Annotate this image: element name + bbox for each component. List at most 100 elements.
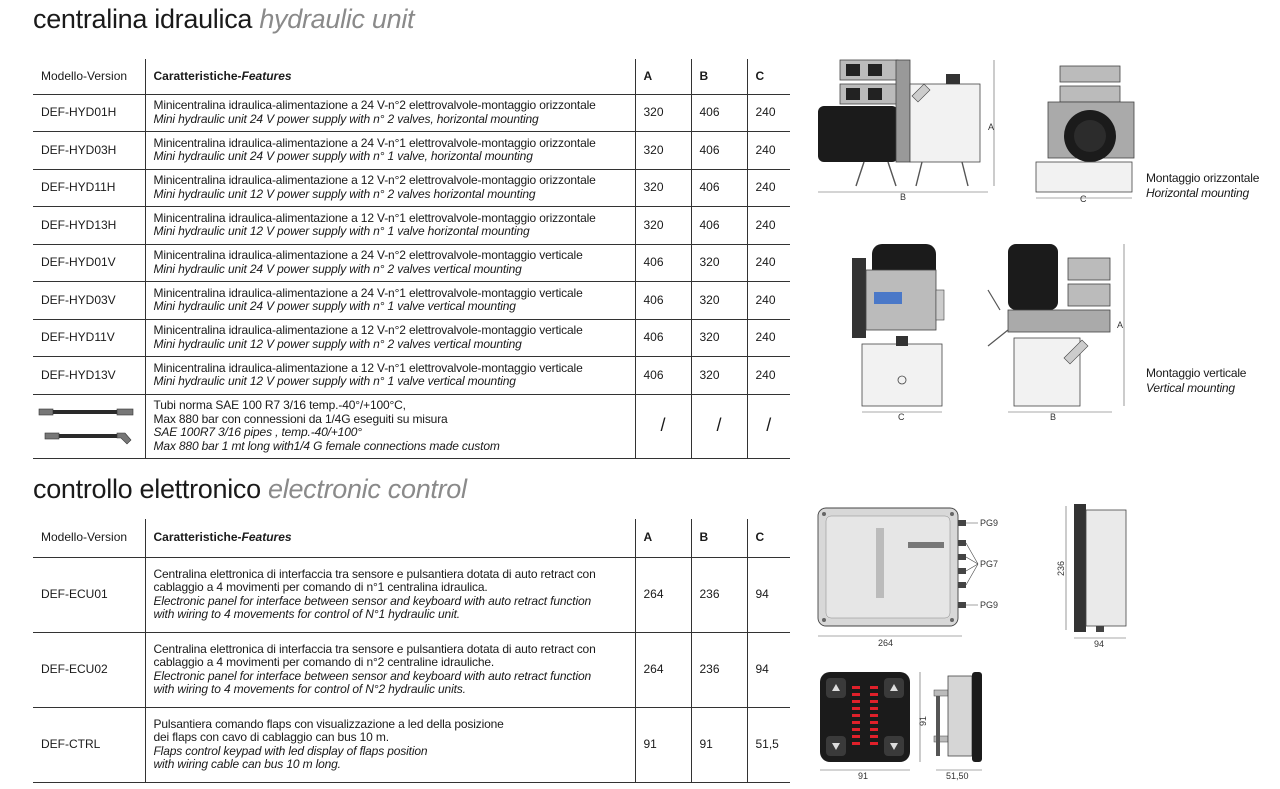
keypad-depth-label: 51,50 <box>946 771 969 781</box>
electronic-title-it: controllo elettronico <box>33 474 261 504</box>
hose-image <box>33 394 145 459</box>
hydraulic-section-title: centralina idraulica hydraulic unit <box>33 4 415 35</box>
table-row: DEF-HYD13H Minicentralina idraulica-alim… <box>33 206 790 245</box>
hose-pipe-icon <box>38 408 134 445</box>
dim-c: 240 <box>746 319 790 357</box>
vertical-mounting-caption: Montaggio verticale Vertical mounting <box>1146 366 1247 395</box>
table-row: DEF-HYD11V Minicentralina idraulica-alim… <box>33 319 790 357</box>
header-features: Caratteristiche-Features <box>144 59 635 95</box>
model-code: DEF-HYD03V <box>33 281 145 320</box>
header-b: B <box>690 59 747 95</box>
ecu-side-drawing: 236 94 <box>1056 504 1127 649</box>
dim-b: 91 <box>690 707 747 783</box>
table-row: DEF-HYD03V Minicentralina idraulica-alim… <box>33 281 790 320</box>
pg9-bottom-label: PG9 <box>980 600 998 610</box>
pg9-top-label: PG9 <box>980 518 998 528</box>
dim-c: 240 <box>746 356 790 395</box>
table-row: DEF-HYD01V Minicentralina idraulica-alim… <box>33 244 790 282</box>
ecu-width-label: 264 <box>878 638 893 648</box>
electronic-spec-table: Modello-Version Caratteristiche-Features… <box>33 519 790 783</box>
dim-a: 406 <box>634 244 691 282</box>
table-header-row: Modello-Version Caratteristiche-Features… <box>33 59 790 95</box>
electronic-section-title: controllo elettronico electronic control <box>33 474 467 505</box>
pg7-label: PG7 <box>980 559 998 569</box>
model-code: DEF-HYD01H <box>33 94 145 132</box>
dim-a: 264 <box>634 632 691 708</box>
feature-text: Minicentralina idraulica-alimentazione a… <box>144 319 635 357</box>
dim-b: 320 <box>690 244 747 282</box>
electronic-title-en: electronic control <box>268 474 467 504</box>
dim-a: 320 <box>634 94 691 132</box>
header-model: Modello-Version <box>33 59 145 95</box>
dim-b: 406 <box>690 206 747 245</box>
horizontal-mounting-caption: Montaggio orizzontale Horizontal mountin… <box>1146 171 1260 200</box>
model-code: DEF-CTRL <box>33 707 145 783</box>
feature-text: Minicentralina idraulica-alimentazione a… <box>144 356 635 395</box>
keypad-height-label: 91 <box>918 716 928 726</box>
feature-text: Minicentralina idraulica-alimentazione a… <box>144 169 635 207</box>
hydraulic-spec-table: Modello-Version Caratteristiche-Features… <box>33 59 790 459</box>
dim-b: 236 <box>690 632 747 708</box>
header-model: Modello-Version <box>33 519 145 558</box>
dim-c: 240 <box>746 94 790 132</box>
model-code: DEF-HYD13H <box>33 206 145 245</box>
dim-c: 240 <box>746 131 790 170</box>
dim-a: / <box>634 394 691 459</box>
table-row-hoses: Tubi norma SAE 100 R7 3/16 temp.-40°/+10… <box>33 394 790 459</box>
dim-c: 94 <box>746 557 790 633</box>
model-code: DEF-HYD11V <box>33 319 145 357</box>
hydraulic-vertical-side-drawing: B A <box>987 244 1125 422</box>
dim-b: 406 <box>690 169 747 207</box>
dim-label-c: C <box>898 412 905 422</box>
ecu-height-label: 236 <box>1056 561 1066 576</box>
dim-a: 91 <box>634 707 691 783</box>
header-c: C <box>746 59 790 95</box>
model-code: DEF-HYD13V <box>33 356 145 395</box>
feature-text: Centralina elettronica di interfaccia tr… <box>144 632 635 708</box>
feature-text: Minicentralina idraulica-alimentazione a… <box>144 206 635 245</box>
table-row: DEF-ECU02 Centralina elettronica di inte… <box>33 632 790 708</box>
feature-text: Minicentralina idraulica-alimentazione a… <box>144 131 635 170</box>
feature-text: Minicentralina idraulica-alimentazione a… <box>144 94 635 132</box>
hydraulic-title-it: centralina idraulica <box>33 4 253 34</box>
table-row: DEF-HYD03H Minicentralina idraulica-alim… <box>33 131 790 170</box>
table-row: DEF-CTRL Pulsantiera comando flaps con v… <box>33 707 790 783</box>
led-bar-icon <box>852 686 878 745</box>
keypad-front-drawing: 91 91 <box>820 672 928 781</box>
header-c: C <box>746 519 790 558</box>
dim-label-a: A <box>988 122 994 132</box>
model-code: DEF-HYD01V <box>33 244 145 282</box>
dim-a: 406 <box>634 281 691 320</box>
table-row: DEF-HYD13V Minicentralina idraulica-alim… <box>33 356 790 395</box>
feature-text: Pulsantiera comando flaps con visualizza… <box>144 707 635 783</box>
hydraulic-title-en: hydraulic unit <box>259 4 415 34</box>
ecu-depth-label: 94 <box>1094 639 1104 649</box>
dim-a: 406 <box>634 356 691 395</box>
dim-c: 240 <box>746 206 790 245</box>
dim-b: 320 <box>690 356 747 395</box>
hydraulic-horizontal-front-drawing: B A <box>818 59 995 202</box>
hydraulic-horizontal-side-drawing: C <box>1035 65 1135 204</box>
dim-b: 406 <box>690 131 747 170</box>
dim-b: 236 <box>690 557 747 633</box>
header-a: A <box>634 519 691 558</box>
header-a: A <box>634 59 691 95</box>
header-b: B <box>690 519 747 558</box>
dim-c: 51,5 <box>746 707 790 783</box>
dim-c: 240 <box>746 244 790 282</box>
dim-label-b: B <box>900 192 906 202</box>
dim-a: 406 <box>634 319 691 357</box>
dim-label-b: B <box>1050 412 1056 422</box>
dim-c: / <box>746 394 790 459</box>
feature-text: Minicentralina idraulica-alimentazione a… <box>144 281 635 320</box>
keypad-side-drawing: 51,50 <box>933 672 982 781</box>
dim-label-c: C <box>1080 194 1087 204</box>
table-row: DEF-ECU01 Centralina elettronica di inte… <box>33 557 790 633</box>
ecu-front-drawing: PG9 PG7 PG9 264 <box>817 507 998 648</box>
dim-b: 320 <box>690 281 747 320</box>
table-row: DEF-HYD11H Minicentralina idraulica-alim… <box>33 169 790 207</box>
feature-text: Centralina elettronica di interfaccia tr… <box>144 557 635 633</box>
dim-a: 320 <box>634 131 691 170</box>
hydraulic-vertical-front-drawing: C <box>852 244 945 422</box>
dim-b: / <box>690 394 747 459</box>
